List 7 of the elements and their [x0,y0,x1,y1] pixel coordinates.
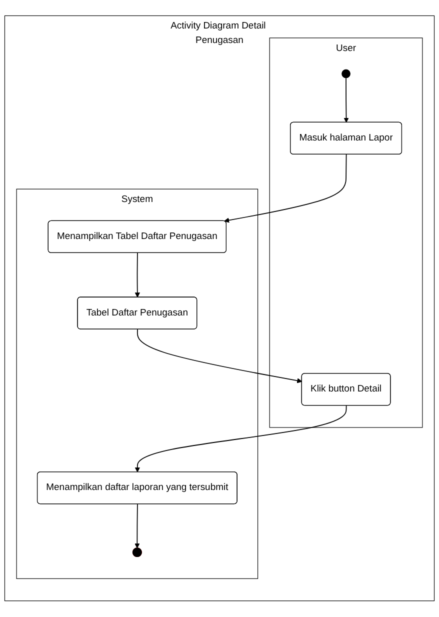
arrow [134,504,140,549]
arrow [344,78,349,123]
arrow [136,329,302,384]
arrow [134,405,347,473]
arrow [224,154,347,224]
node-circle [342,70,350,78]
arrow [134,252,140,298]
